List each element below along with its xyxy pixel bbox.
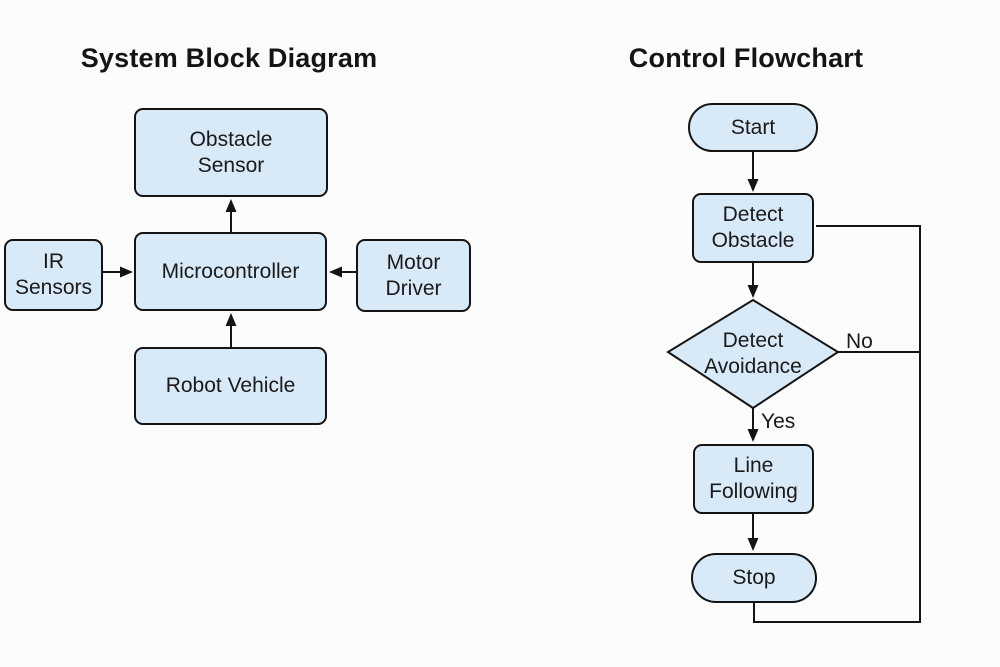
- node-obstacle-sensor: Obstacle Sensor: [134, 108, 328, 197]
- node-ir-sensors: IR Sensors: [4, 239, 103, 311]
- node-microcontroller: Microcontroller: [134, 232, 327, 311]
- node-line-following: Line Following: [693, 444, 814, 514]
- block-diagram-title: System Block Diagram: [80, 43, 378, 73]
- node-start: Start: [688, 103, 818, 152]
- edge-label-no: No: [846, 330, 873, 353]
- node-stop: Stop: [691, 553, 817, 603]
- decision-diamond-shape: [666, 298, 840, 410]
- node-detect-avoidance: Detect Avoidance: [704, 329, 802, 378]
- node-detect-obstacle: Detect Obstacle: [692, 193, 814, 263]
- node-robot-vehicle: Robot Vehicle: [134, 347, 327, 425]
- edge-label-yes: Yes: [761, 410, 796, 433]
- flowchart-title: Control Flowchart: [628, 43, 864, 73]
- node-motor-driver: Motor Driver: [356, 239, 471, 312]
